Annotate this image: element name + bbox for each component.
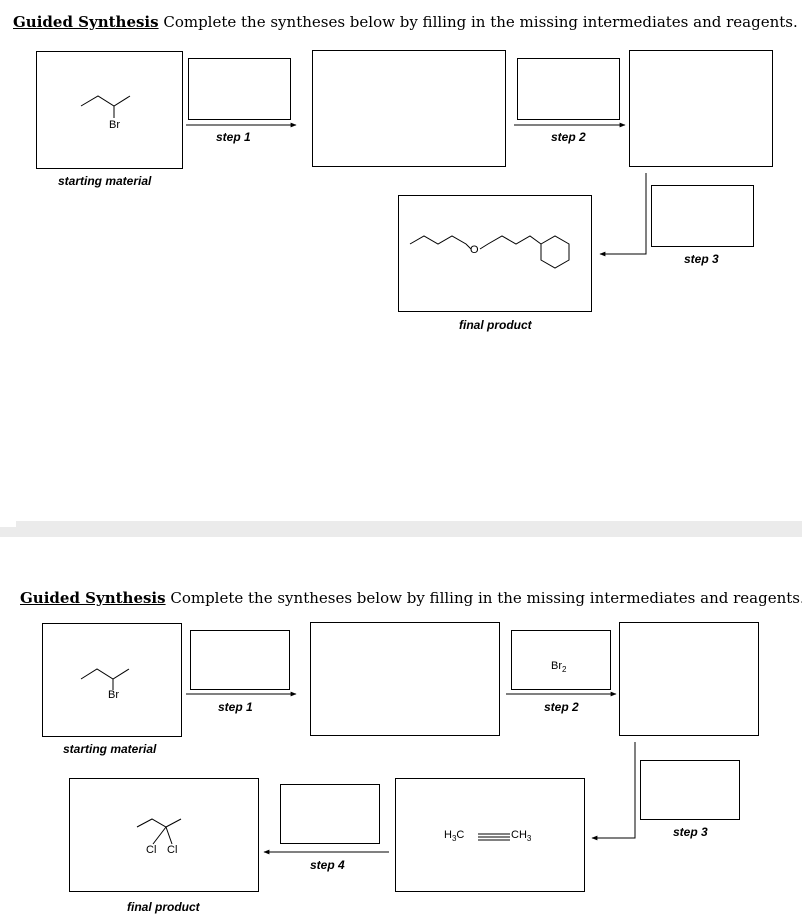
section2-title-bold: Guided Synthesis [20, 589, 166, 607]
s1-start-br-atom: Br [109, 119, 120, 131]
s2-step1-reagent-box[interactable] [190, 630, 290, 690]
section1-title-bold: Guided Synthesis [13, 13, 159, 31]
s2-alkyne-left-group: H3C [444, 829, 465, 844]
section-divider-notch [0, 521, 16, 527]
section1-heading: Guided Synthesis Complete the syntheses … [13, 13, 798, 31]
s1-step2-reagent-box[interactable] [517, 58, 620, 120]
s2-alkyne-right-group: CH3 [511, 829, 532, 844]
s2-alkyne-box [395, 778, 585, 892]
s2-final-c-cl1-bond [152, 826, 167, 845]
section-divider [0, 521, 802, 537]
s1-cyclohexane-ring [540, 235, 570, 269]
s2-intermediate2-box[interactable] [619, 622, 759, 736]
s1-intermediate2-box[interactable] [629, 50, 773, 167]
s2-final-skeleton [136, 818, 182, 828]
s1-step3-label: step 3 [684, 252, 719, 266]
s1-final-skeleton-2 [479, 235, 542, 250]
s2-final-product-box [69, 778, 259, 892]
s1-starting-material-box [36, 51, 183, 169]
s2-step4-label: step 4 [310, 858, 345, 872]
section1-title-rest: Complete the syntheses below by filling … [158, 13, 798, 31]
s2-final-c-cl2-bond [165, 826, 173, 845]
s2-final-cl1-atom: Cl [146, 844, 157, 856]
s1-start-skeleton [80, 95, 131, 107]
s2-intermediate1-box[interactable] [310, 622, 500, 736]
s1-step3-reagent-box[interactable] [651, 185, 754, 247]
s2-step3-arrow [591, 742, 636, 841]
s2-step2-reagent-box [511, 630, 611, 690]
s2-final-product-label: final product [127, 900, 200, 914]
s2-step2-reagent: Br2 [551, 660, 567, 675]
s2-step2-label: step 2 [544, 700, 579, 714]
s2-start-br-atom: Br [108, 689, 119, 701]
s2-start-skeleton [80, 668, 130, 680]
s1-intermediate1-box[interactable] [312, 50, 506, 167]
s2-alkyne-triple-bond [478, 833, 510, 841]
s2-step3-reagent-box[interactable] [640, 760, 740, 820]
s1-step3-arrow [599, 173, 647, 257]
s2-step3-label: step 3 [673, 825, 708, 839]
section2-title-rest: Complete the syntheses below by filling … [165, 589, 802, 607]
s1-final-o-atom: O [470, 244, 479, 256]
s2-final-cl2-atom: Cl [167, 844, 178, 856]
s2-step1-label: step 1 [218, 700, 253, 714]
s2-starting-material-box [42, 623, 182, 737]
section2-heading: Guided Synthesis Complete the syntheses … [20, 589, 802, 607]
s1-step2-label: step 2 [551, 130, 586, 144]
s1-final-product-label: final product [459, 318, 532, 332]
s1-step1-reagent-box[interactable] [188, 58, 291, 120]
s1-final-skeleton [409, 235, 472, 250]
s2-starting-material-label: starting material [63, 742, 157, 756]
s2-step4-reagent-box[interactable] [280, 784, 380, 844]
s1-final-product-box [398, 195, 592, 312]
s1-starting-material-label: starting material [58, 174, 152, 188]
s1-step1-label: step 1 [216, 130, 251, 144]
